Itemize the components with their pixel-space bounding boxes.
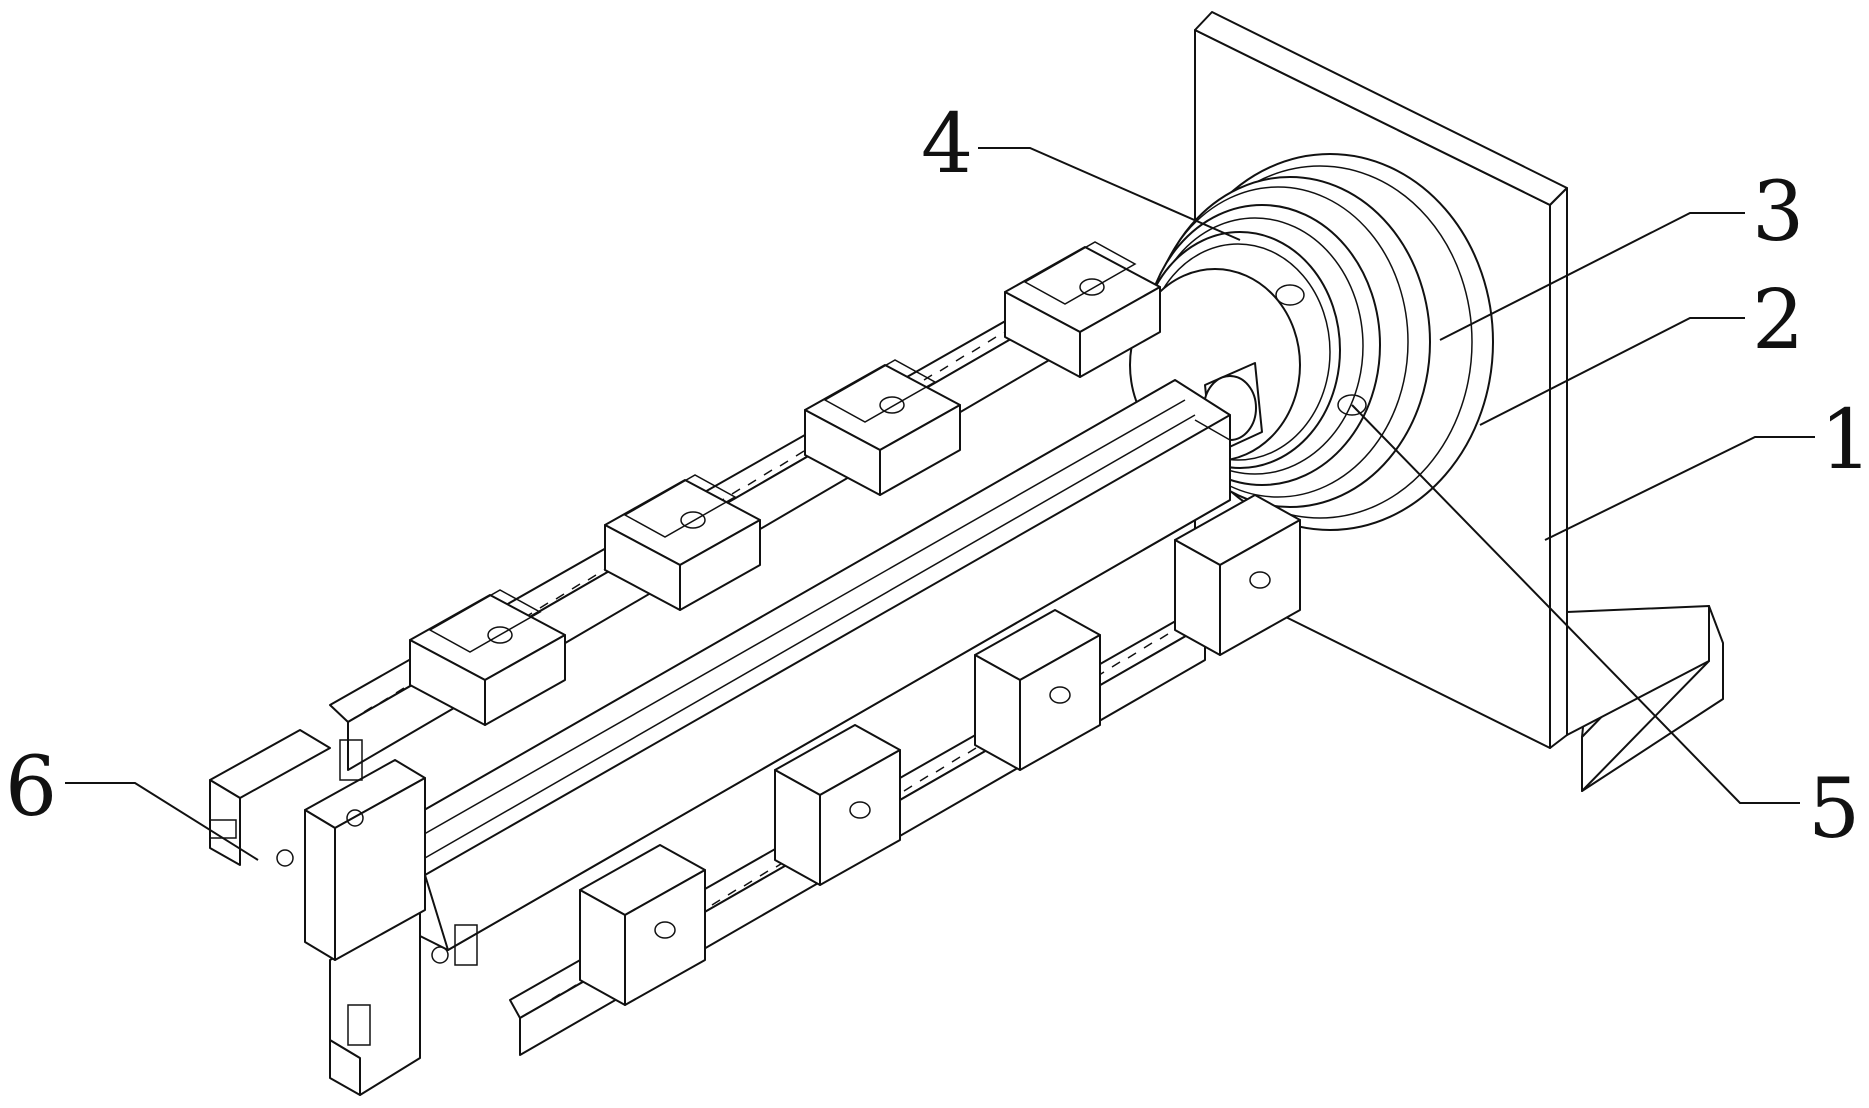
callout-6: 6 xyxy=(5,740,57,835)
callout-5: 5 xyxy=(1808,762,1860,857)
callout-3: 3 xyxy=(1752,165,1804,260)
lower-clamp-1 xyxy=(580,845,705,1005)
callout-4: 4 xyxy=(921,97,973,192)
callout-2: 2 xyxy=(1752,273,1804,368)
callout-1: 1 xyxy=(1820,393,1869,488)
